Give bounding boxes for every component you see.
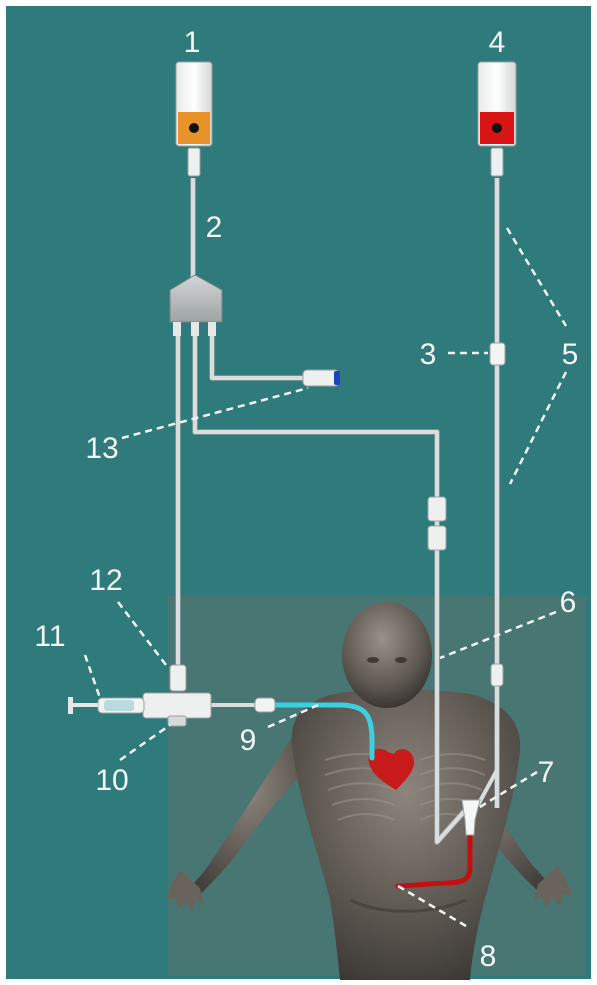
right-line-connector <box>491 664 503 686</box>
pressure-sensor <box>490 343 505 365</box>
label-9: 9 <box>240 724 257 757</box>
injectate-port <box>303 370 340 386</box>
label-4: 4 <box>489 26 506 59</box>
label-13: 13 <box>85 432 118 465</box>
label-1: 1 <box>184 26 201 59</box>
label-3: 3 <box>420 338 437 371</box>
label-6: 6 <box>560 586 577 619</box>
label-8: 8 <box>480 940 497 973</box>
label-11: 11 <box>34 620 65 653</box>
label-2: 2 <box>206 211 223 244</box>
label-5: 5 <box>562 338 579 371</box>
label-10: 10 <box>95 764 128 797</box>
label-7: 7 <box>538 756 555 789</box>
label-12: 12 <box>89 564 122 597</box>
